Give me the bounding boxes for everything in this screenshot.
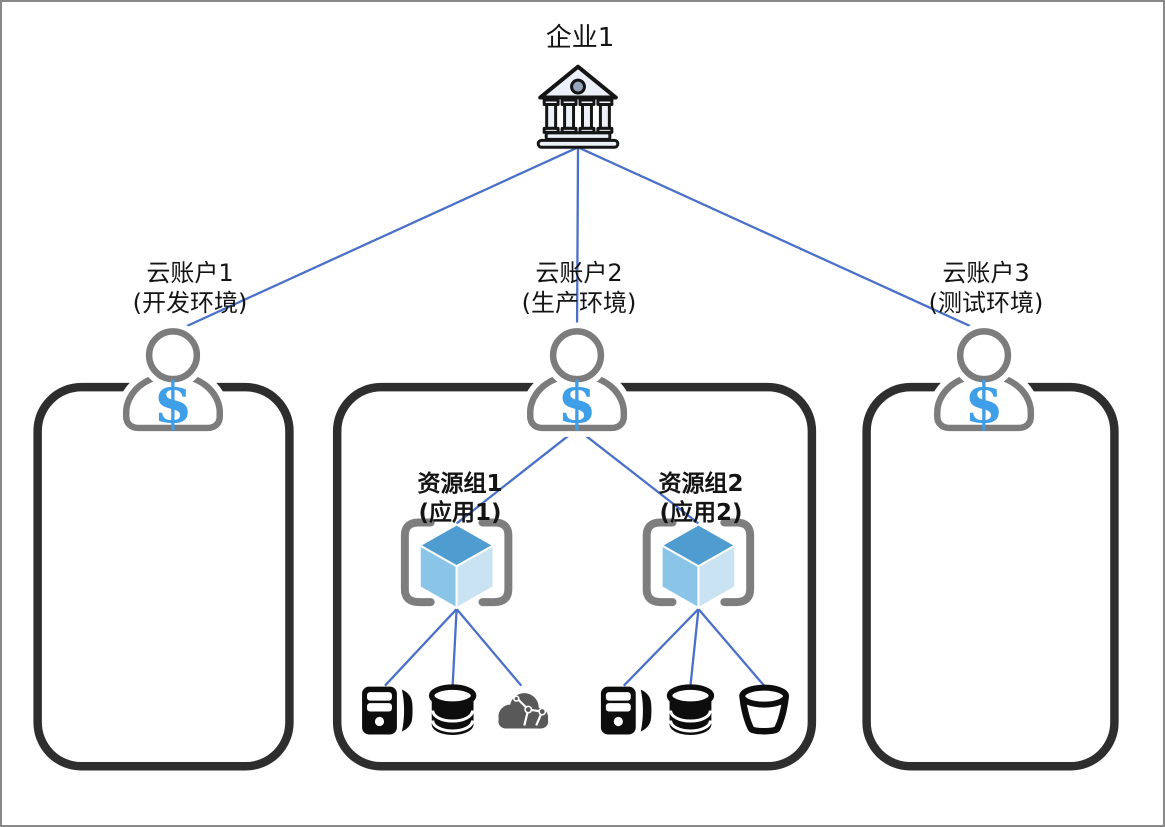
resource-group1-label: 资源组1 (应用1) — [417, 470, 502, 528]
account1-name: 云账户1 — [146, 259, 234, 287]
edge-enterprise-account2 — [575, 147, 580, 332]
resource-group2-cube-icon — [642, 518, 755, 610]
bank-columns — [542, 98, 614, 134]
connector-lines — [172, 146, 985, 687]
database-icon — [666, 684, 715, 735]
edge-account2-rg2 — [576, 428, 700, 525]
dollar-sign: $ — [558, 371, 597, 436]
account2-environment: (生产环境) — [521, 289, 637, 317]
account3-environment: (测试环境) — [928, 289, 1044, 317]
enterprise-bank-icon — [536, 64, 620, 149]
edge-enterprise-account1 — [172, 146, 579, 334]
account1-person-icon: $ — [117, 322, 229, 437]
resource-group2-app: (应用2) — [659, 500, 743, 526]
database-icon — [428, 684, 477, 735]
resource-group2-label: 资源组2 (应用2) — [658, 470, 743, 528]
account3-person-icon: $ — [928, 322, 1040, 437]
account3-boundary — [862, 382, 1119, 771]
edge-rg1-cloud — [455, 608, 523, 687]
server-icon — [362, 686, 413, 735]
account3-label: 云账户3 (测试环境) — [929, 258, 1044, 318]
edge-rg1-server — [384, 608, 458, 687]
account1-label: 云账户1 (开发环境) — [133, 258, 248, 318]
dollar-sign: $ — [965, 371, 1004, 436]
left-bracket — [400, 518, 435, 607]
edge-enterprise-account3 — [577, 146, 985, 334]
resource-group2-name: 资源组2 — [658, 471, 744, 497]
edge-rg2-database — [689, 608, 700, 686]
account3-name: 云账户3 — [942, 259, 1030, 287]
server-icon — [600, 686, 652, 735]
account1-boundary — [33, 382, 294, 771]
resource-group1-name: 资源组1 — [417, 471, 503, 497]
edge-rg2-server — [622, 608, 700, 687]
resource-group1-app: (应用1) — [418, 500, 502, 526]
edge-rg1-database — [451, 608, 458, 686]
account2-person-icon: $ — [521, 322, 633, 437]
right-bracket — [720, 518, 755, 607]
dollar-sign: $ — [154, 371, 193, 436]
cloud-network-icon — [498, 693, 549, 729]
resource-group1-cube-icon — [400, 518, 513, 610]
account2-label: 云账户2 (生产环境) — [522, 258, 637, 318]
right-bracket — [478, 518, 513, 607]
left-bracket — [642, 518, 677, 607]
edge-account2-rg1 — [455, 428, 578, 525]
account1-environment: (开发环境) — [132, 289, 248, 317]
account2-name: 云账户2 — [535, 259, 623, 287]
enterprise-label: 企业1 — [545, 23, 615, 53]
storage-bucket-icon — [739, 684, 789, 735]
edge-rg2-bucket — [697, 608, 765, 687]
